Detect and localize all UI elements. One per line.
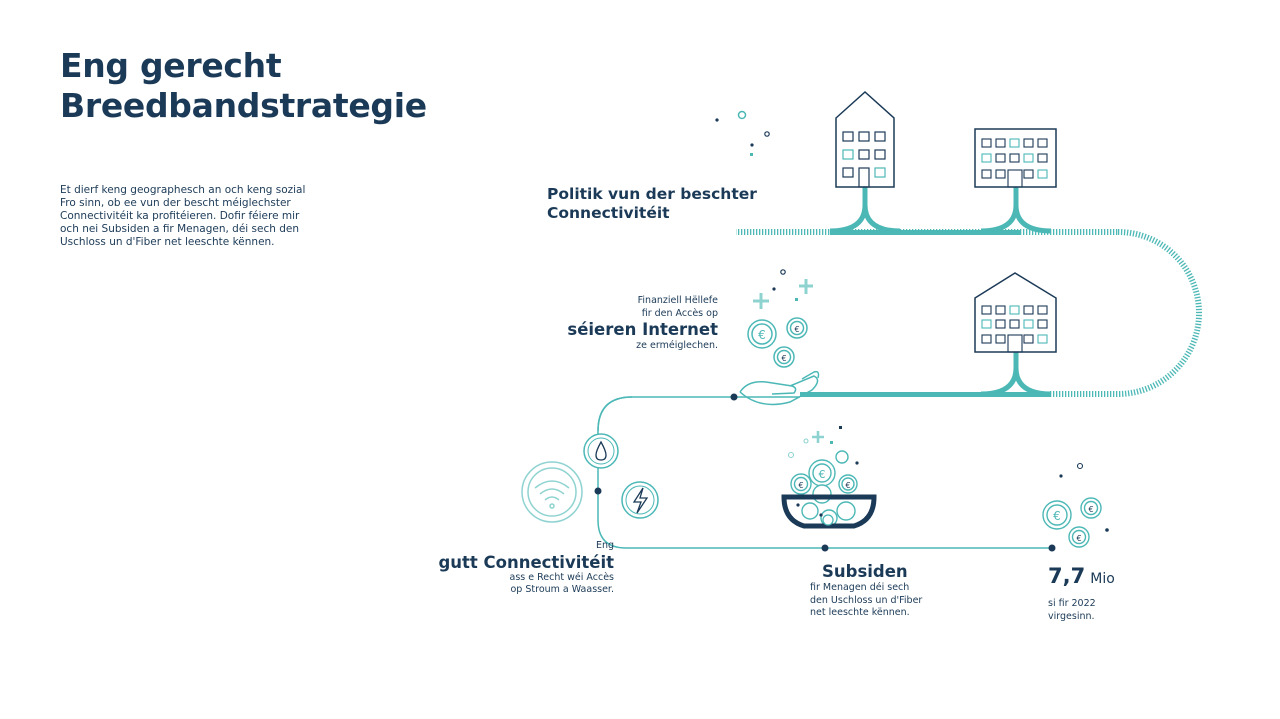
water-drop-icon — [583, 433, 619, 469]
conn-pre: Eng — [595, 540, 614, 551]
budget-unit: Mio — [1090, 571, 1115, 587]
lightning-icon — [621, 481, 659, 519]
open-hand-icon — [739, 370, 820, 406]
euro-icon: € — [798, 481, 803, 490]
subsiden-title: Subsiden — [822, 562, 908, 581]
node-dot — [730, 393, 738, 401]
fiber-line-top — [736, 187, 1118, 235]
euro-icon: € — [781, 354, 786, 363]
euro-icon: € — [1076, 534, 1081, 543]
fiber-line-curve — [1117, 229, 1202, 397]
subsiden-line-1: fir Menagen déi sech — [810, 582, 910, 593]
budget-label: 7,7 Mio si fir 2022 virgesinn. — [1048, 563, 1115, 623]
subsiden-line-3: net leeschte kënnen. — [810, 607, 910, 618]
node-dot — [594, 487, 602, 495]
conn-line-2: op Stroum a Waasser. — [510, 584, 615, 595]
euro-icon: € — [845, 481, 850, 490]
decorative-dots — [715, 110, 770, 156]
help-line-1: Finanziell Hëllefe — [637, 295, 718, 306]
fiber-line-middle — [800, 352, 1120, 397]
bowl-icon — [781, 494, 877, 529]
node-dot — [821, 544, 829, 552]
coin-icons-budget — [1042, 497, 1102, 548]
help-line-3: ze erméiglechen. — [636, 340, 718, 351]
house-icon — [835, 90, 895, 188]
node-dot — [1048, 544, 1056, 552]
euro-icon: € — [819, 468, 826, 481]
title-line-1: Eng gerecht — [60, 46, 282, 85]
page-title: Eng gerecht Breedbandstrategie — [60, 46, 427, 126]
conn-strong: gutt Connectivitéit — [438, 552, 614, 572]
help-line-2: fir den Accès op — [641, 307, 718, 319]
subsiden-label: Subsiden fir Menagen déi sech den Uschlo… — [810, 561, 922, 620]
euro-icon: € — [1088, 505, 1093, 514]
wifi-icon — [521, 461, 583, 523]
budget-line-2: virgesinn. — [1048, 610, 1095, 622]
conn-line-1: ass e Recht wéi Accès — [509, 571, 614, 583]
intro-paragraph: Et dierf keng geographesch an och keng s… — [60, 184, 306, 248]
plus-icons — [753, 279, 813, 309]
budget-line-1: si fir 2022 — [1048, 598, 1096, 609]
euro-icon: € — [758, 328, 766, 342]
title-line-2: Breedbandstrategie — [60, 86, 427, 125]
budget-value: 7,7 — [1048, 564, 1086, 588]
euro-icon: € — [1053, 509, 1061, 523]
connectivity-label: Eng gutt Connectivitéit ass e Recht wéi … — [390, 540, 614, 597]
politik-label: Politik vun der beschter Connectivitéit — [547, 185, 757, 223]
help-strong: séieren Internet — [567, 320, 718, 339]
politik-line-1: Politik vun der beschter — [547, 185, 757, 203]
help-label: Finanziell Hëllefe fir den Accès op séie… — [540, 295, 718, 353]
coin-icons-bowl — [790, 450, 858, 527]
euro-icon: € — [794, 325, 799, 334]
apartment-building-icon-2 — [974, 272, 1057, 353]
coin-icons-hand — [747, 317, 808, 368]
politik-line-2: Connectivitéit — [547, 204, 670, 222]
apartment-building-icon — [974, 128, 1057, 188]
subsiden-line-2: den Uschloss un d'Fiber — [810, 594, 923, 606]
